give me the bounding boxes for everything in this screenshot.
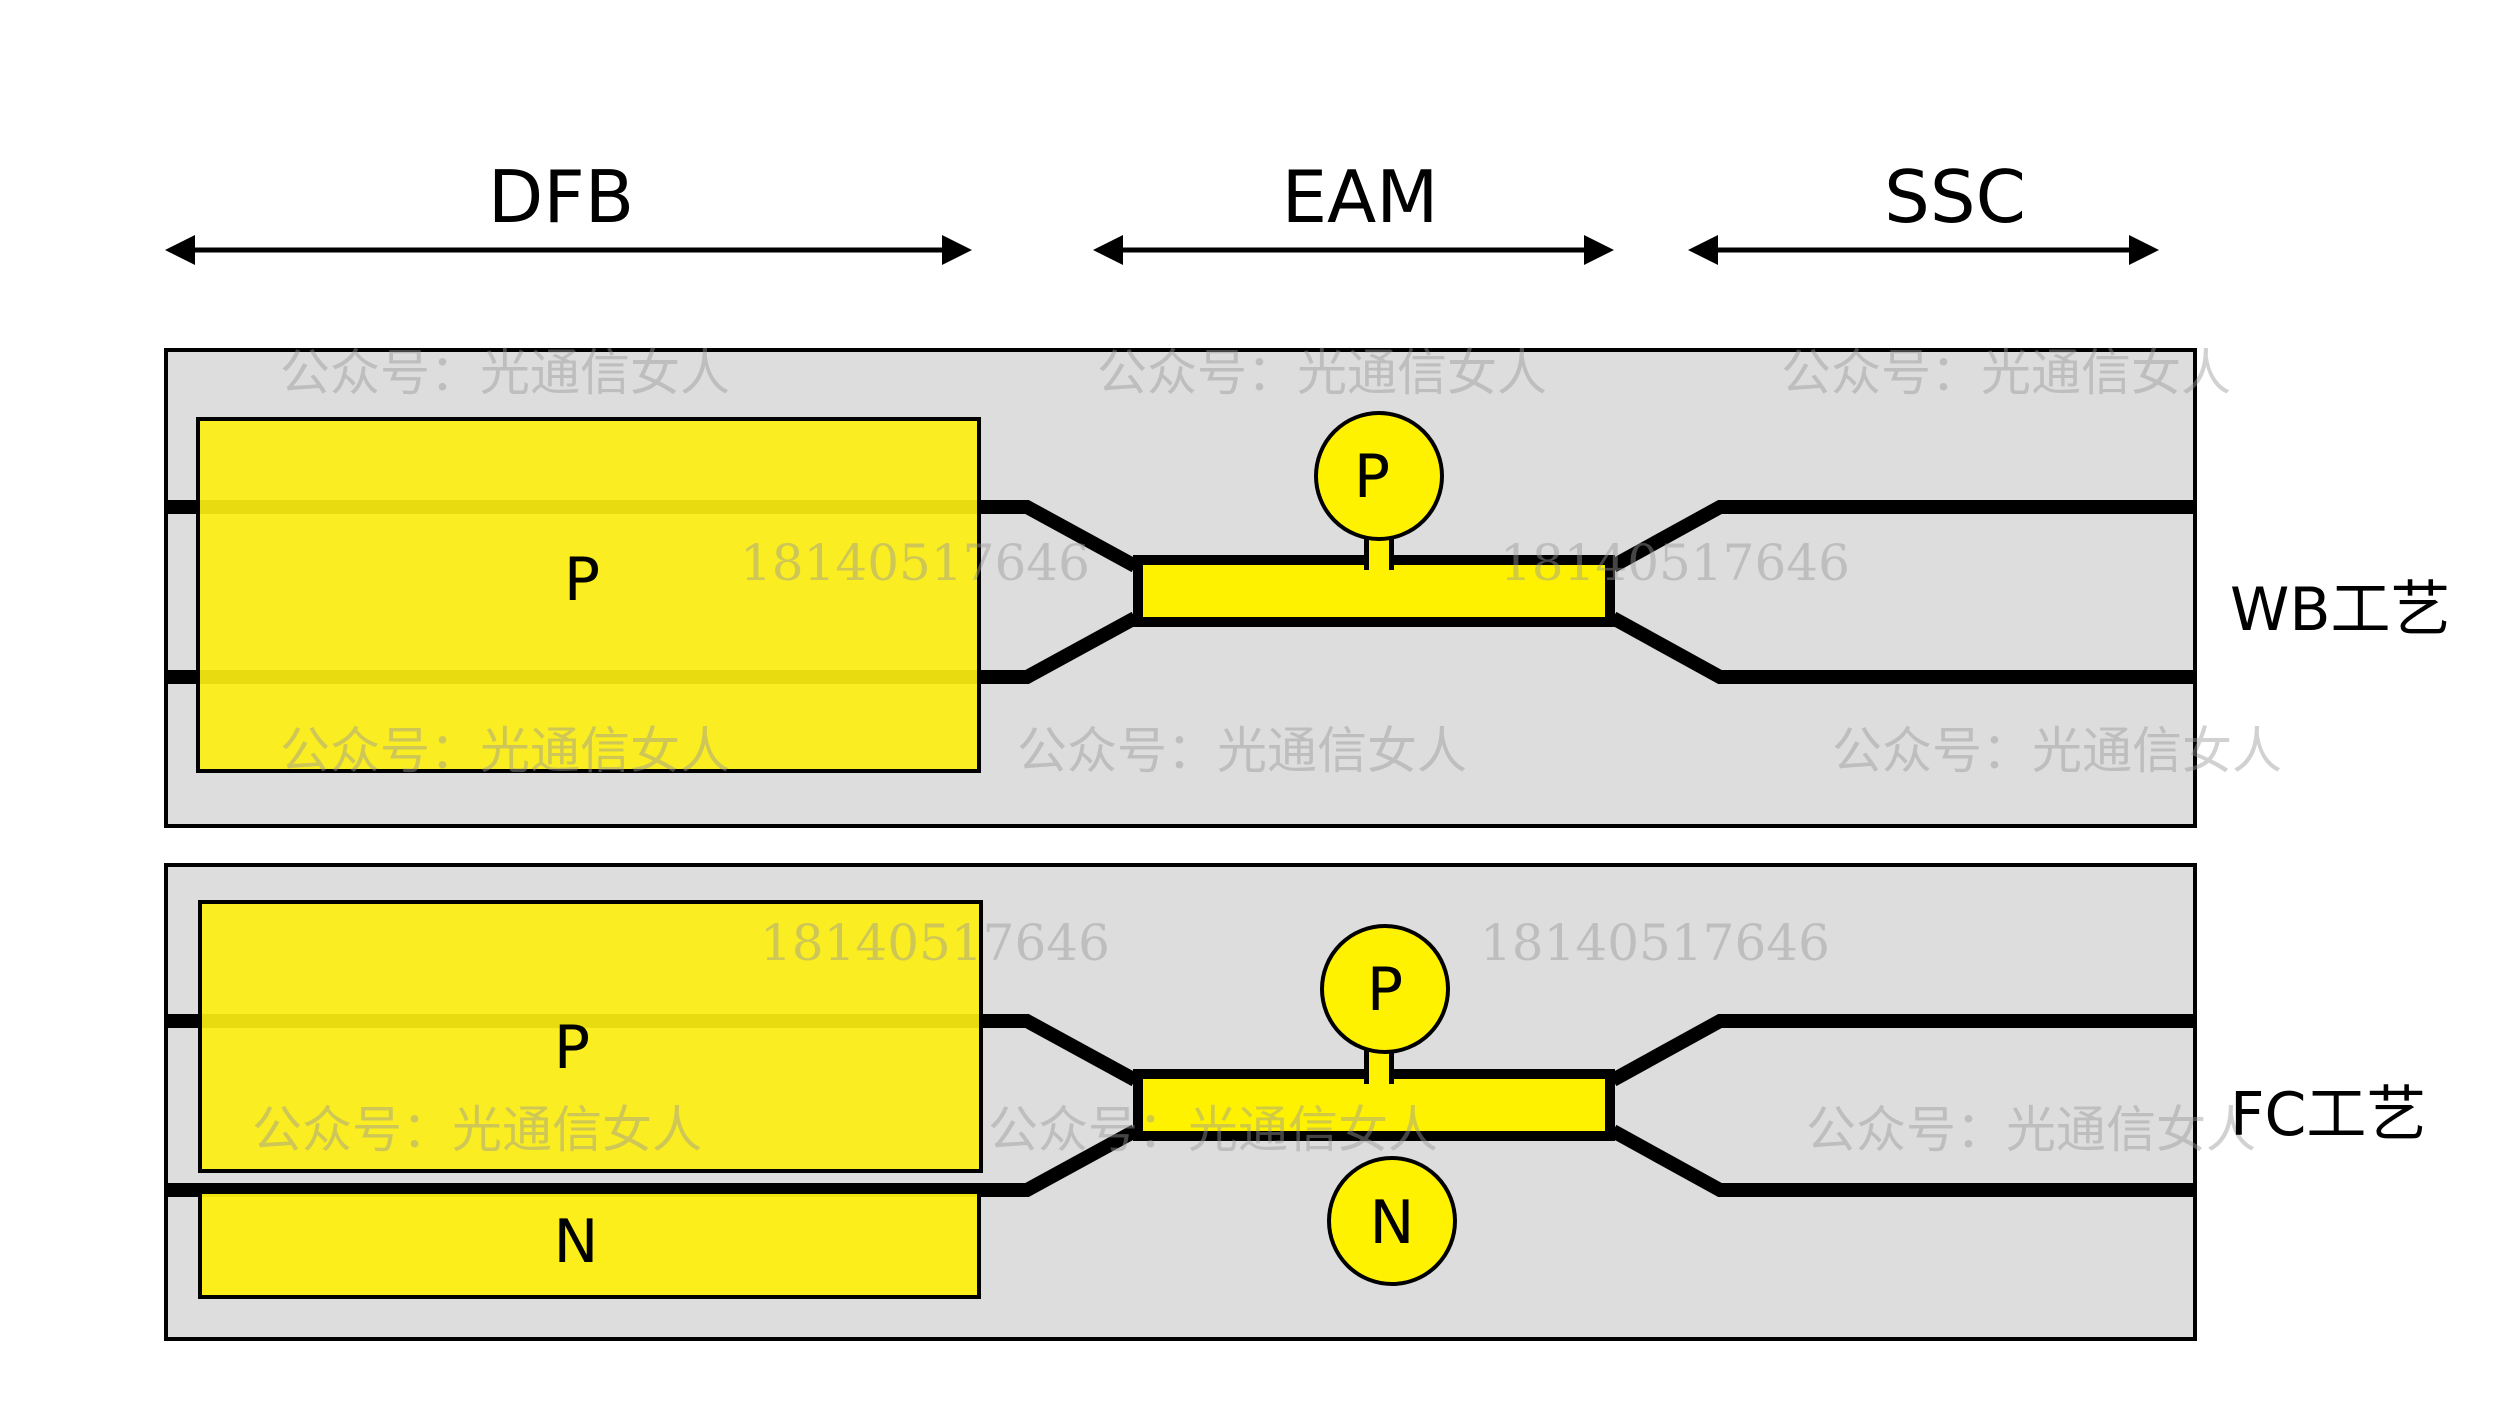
dfb-electrode-p-fc: [198, 900, 983, 1173]
watermark-account: 公众号：光通信女人: [1781, 344, 2231, 402]
section-label-dfb: DFB: [488, 155, 634, 239]
eam-electrode-wb: [1143, 565, 1605, 617]
watermark-phone: 18140517646: [740, 534, 1090, 592]
watermark-account: 公众号：光通信女人: [280, 722, 730, 780]
watermark-account: 公众号：光通信女人: [1832, 722, 2282, 780]
eam-electrode-fc: [1143, 1079, 1605, 1131]
eam-pad-n-label-fc: N: [1370, 1188, 1415, 1258]
section-header-ssc: SSC: [1688, 155, 2159, 265]
panel-fc: P N P N 18140517646 18140517646 公众号：光通信女…: [164, 863, 2256, 1341]
dfb-electrode-n-fc: [198, 1190, 981, 1299]
panel-wb: P P 公众号：光通信女人 公众号：光通信女人 公众号：光通信女人 181405…: [164, 344, 2282, 828]
eam-pad-p-label-wb: P: [1354, 442, 1390, 512]
section-header-dfb: DFB: [165, 155, 972, 265]
eam-pad-p-fc: [1320, 924, 1450, 1054]
process-label-fc: FC工艺: [2230, 1080, 2426, 1150]
eam-pad-p-label-fc: P: [1367, 955, 1403, 1025]
watermark-account: 公众号：光通信女人: [1806, 1101, 2256, 1159]
dfb-electrode-p-label-wb: P: [564, 545, 600, 615]
dfb-electrode-n-label-fc: N: [554, 1207, 599, 1277]
watermark-phone: 18140517646: [1500, 534, 1850, 592]
watermark-phone: 18140517646: [1480, 914, 1830, 972]
dfb-electrode-p-wb: [196, 417, 981, 773]
process-label-wb: WB工艺: [2230, 575, 2451, 645]
section-label-ssc: SSC: [1884, 155, 2026, 239]
watermark-account: 公众号：光通信女人: [1017, 722, 1467, 780]
dfb-electrode-p-label-fc: P: [554, 1013, 590, 1083]
eam-pad-n-fc: [1327, 1156, 1457, 1286]
section-label-eam: EAM: [1282, 155, 1439, 239]
watermark-account: 公众号：光通信女人: [280, 344, 730, 402]
section-header-eam: EAM: [1093, 155, 1614, 265]
watermark-account: 公众号：光通信女人: [1097, 344, 1547, 402]
eam-pad-p-wb: [1314, 411, 1444, 541]
watermark-account: 公众号：光通信女人: [988, 1101, 1438, 1159]
watermark-phone: 18140517646: [760, 914, 1110, 972]
watermark-account: 公众号：光通信女人: [252, 1101, 702, 1159]
